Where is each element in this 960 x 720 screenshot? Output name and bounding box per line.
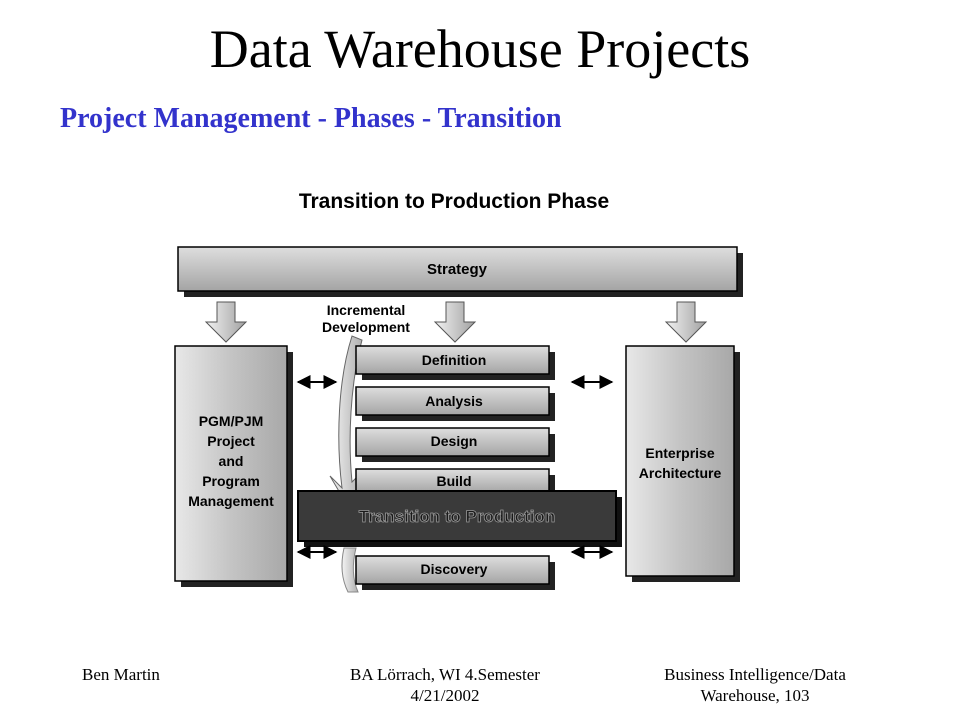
phase-analysis: Analysis <box>355 386 555 421</box>
footer-author: Ben Martin <box>82 665 160 684</box>
left-box-line3: and <box>219 453 244 469</box>
incremental-label-line2: Development <box>322 319 410 335</box>
right-box-line1: Enterprise <box>645 445 714 461</box>
slide-title: Data Warehouse Projects <box>209 19 751 79</box>
right-box-line2: Architecture <box>639 465 722 481</box>
phase-transition-to-production: Transition to Production <box>297 490 622 547</box>
footer-center: BA Lörrach, WI 4.Semester 4/21/2002 <box>330 664 560 706</box>
phase-design: Design <box>355 427 555 462</box>
footer-right: Business Intelligence/Data Warehouse, 10… <box>610 664 900 706</box>
down-arrow-center <box>433 301 477 343</box>
footer-course: Business Intelligence/Data <box>664 665 846 684</box>
enterprise-architecture-box: Enterprise Architecture <box>625 345 740 582</box>
strategy-label: Strategy <box>427 261 488 278</box>
phase-analysis-label: Analysis <box>425 393 483 409</box>
left-box-line2: Project <box>207 433 255 449</box>
down-arrow-right <box>664 301 708 343</box>
incremental-label-line1: Incremental <box>327 302 406 318</box>
strategy-bar: Strategy <box>177 246 743 297</box>
phase-definition-label: Definition <box>422 352 487 368</box>
phase-build-label: Build <box>437 473 472 489</box>
phase-discovery: Discovery <box>355 555 555 590</box>
diagram-title: Transition to Production Phase <box>299 190 609 213</box>
down-arrow-left <box>204 301 248 343</box>
phase-design-label: Design <box>431 433 478 449</box>
phase-discovery-label: Discovery <box>421 561 488 577</box>
footer-org: BA Lörrach, WI 4.Semester <box>350 665 540 684</box>
footer-page: Warehouse, 103 <box>700 686 810 705</box>
phase-definition: Definition <box>355 345 555 380</box>
phase-transition-label: Transition to Production <box>359 507 555 526</box>
left-box-line4: Program <box>202 473 260 489</box>
program-management-box: PGM/PJM Project and Program Management <box>174 345 293 587</box>
left-box-line1: PGM/PJM <box>199 413 264 429</box>
slide-subtitle: Project Management - Phases - Transition <box>60 103 562 134</box>
footer-date: 4/21/2002 <box>410 686 480 705</box>
left-box-line5: Management <box>188 493 274 509</box>
